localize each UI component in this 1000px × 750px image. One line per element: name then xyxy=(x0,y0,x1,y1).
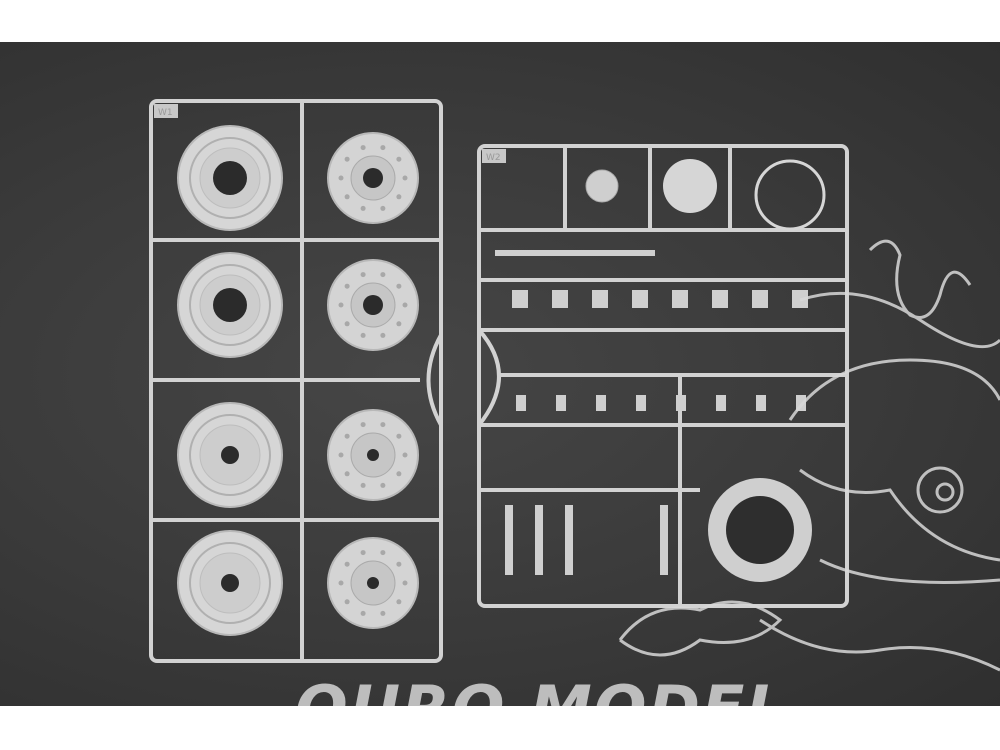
small-part xyxy=(672,290,688,308)
sprue-tag-w1 xyxy=(154,104,178,118)
road-wheel-outer xyxy=(177,252,283,358)
sprue-tag-w2 xyxy=(482,149,506,163)
ring-part xyxy=(754,159,826,231)
rod-part xyxy=(575,250,615,256)
small-part xyxy=(676,395,686,411)
small-part xyxy=(752,290,768,308)
small-part xyxy=(552,290,568,308)
small-part xyxy=(516,395,526,411)
disc-part xyxy=(663,159,717,213)
small-part xyxy=(512,290,528,308)
small-parts xyxy=(495,250,808,575)
road-wheel-outer xyxy=(177,402,283,508)
rod-part xyxy=(535,250,575,256)
road-wheel-inner xyxy=(327,409,419,501)
small-part xyxy=(596,395,606,411)
road-wheel-outer xyxy=(177,530,283,636)
bar-part xyxy=(660,505,668,575)
rod-part xyxy=(495,250,535,256)
sprue-w2 xyxy=(477,144,849,608)
rod-part xyxy=(615,250,655,256)
small-part xyxy=(556,395,566,411)
watermark-dragon xyxy=(618,239,1000,672)
small-part xyxy=(632,290,648,308)
bar-part xyxy=(565,505,573,575)
sprue-label-w1: W1 xyxy=(158,108,173,118)
vent-part xyxy=(585,169,619,203)
small-part xyxy=(756,395,766,411)
road-wheel-inner xyxy=(327,537,419,629)
sprue-label-w2: W2 xyxy=(486,153,501,163)
small-part xyxy=(712,290,728,308)
small-part xyxy=(636,395,646,411)
small-part xyxy=(716,395,726,411)
small-part xyxy=(796,395,806,411)
road-wheel-inner xyxy=(327,132,419,224)
bar-part xyxy=(505,505,513,575)
road-wheel-inner xyxy=(327,259,419,351)
small-part xyxy=(592,290,608,308)
wheel-group xyxy=(177,125,419,636)
turret-ring-part xyxy=(708,478,812,582)
road-wheel-outer xyxy=(177,125,283,231)
sprue-w1 xyxy=(149,99,443,663)
bar-part xyxy=(535,505,543,575)
